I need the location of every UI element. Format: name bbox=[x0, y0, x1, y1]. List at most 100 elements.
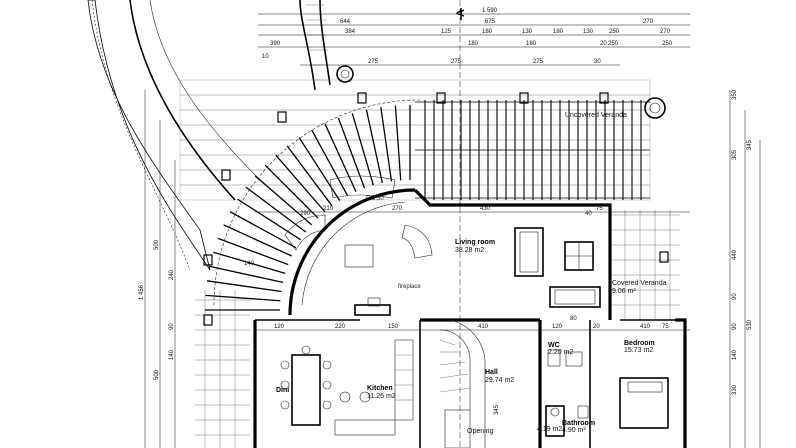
dim-left-1: 240 bbox=[169, 269, 175, 280]
dim-top-row3-2: 180 bbox=[526, 41, 537, 47]
pergola-beam bbox=[394, 105, 402, 181]
living-room-name: Living room bbox=[455, 239, 495, 246]
dim-top-left-small: 10 bbox=[262, 54, 269, 60]
dim-top-row3-4: 250 bbox=[608, 41, 619, 47]
dim-top-row2-4: 180 bbox=[553, 29, 564, 35]
dim-top-row3-5: 250 bbox=[662, 41, 673, 47]
dim-top-overall: 1 590 bbox=[482, 8, 498, 14]
dim-top-row2-7: 270 bbox=[660, 29, 671, 35]
pergola-beam bbox=[286, 145, 333, 207]
pergola-beam bbox=[298, 137, 341, 201]
dim-top-row2-3: 130 bbox=[522, 29, 533, 35]
wc-area: 2.20 m2 bbox=[548, 349, 573, 356]
dim-top-row4-3: 30 bbox=[594, 59, 601, 65]
bedroom-bath-fixtures bbox=[545, 349, 669, 437]
dim-inner-1: 140 bbox=[244, 261, 255, 267]
dim-right-8: 330 bbox=[732, 384, 738, 395]
bathroom-name: Bathroom bbox=[562, 420, 595, 427]
section-marker-label: A bbox=[455, 9, 467, 17]
dim-inner-3: 80 bbox=[570, 316, 577, 322]
pergola-beam bbox=[223, 224, 293, 257]
dim-mid-0: 210 bbox=[323, 206, 334, 212]
pergola-beam bbox=[245, 186, 307, 233]
dim-top-row4-1: 275 bbox=[451, 59, 462, 65]
living-room-furniture bbox=[284, 175, 601, 308]
dim-low-1: 220 bbox=[335, 324, 346, 330]
dining-kitchen-furniture bbox=[280, 297, 414, 436]
pergola-beam bbox=[365, 109, 384, 184]
dim-top-row4-0: 275 bbox=[368, 59, 379, 65]
curved-paved-walkway bbox=[87, 0, 331, 271]
dim-low-4: 120 bbox=[552, 324, 563, 330]
pergola-beam bbox=[254, 175, 313, 226]
pergola-beam bbox=[206, 280, 282, 293]
dim-top-row3-1: 180 bbox=[468, 41, 479, 47]
pergola-beam bbox=[264, 164, 319, 219]
dim-right-4: 90 bbox=[732, 293, 738, 300]
tiled-terrace bbox=[179, 79, 680, 448]
laundry-area: 4.19 m2 bbox=[537, 426, 562, 433]
dim-top-row2-2: 180 bbox=[482, 29, 493, 35]
bedroom-area: 15.73 m2 bbox=[624, 347, 653, 354]
dim-top-row2-0: 384 bbox=[345, 29, 356, 35]
pergola-beam bbox=[205, 294, 281, 302]
bathroom-area: 4.90 m² bbox=[562, 427, 586, 434]
dim-top-row1-1: 675 bbox=[485, 19, 496, 25]
dim-left-4: 140 bbox=[169, 349, 175, 360]
kitchen-area: 11.26 m2 bbox=[367, 393, 396, 400]
dining-name: Dini bbox=[276, 387, 289, 394]
dim-low-2: 150 bbox=[388, 324, 399, 330]
uncovered-veranda-name: Uncovered Veranda bbox=[565, 112, 627, 119]
radius-note: R 3.30 bbox=[366, 196, 384, 202]
pergola-beam bbox=[237, 198, 301, 241]
dim-low-3: 410 bbox=[478, 324, 489, 330]
dim-left-0: 500 bbox=[154, 239, 160, 250]
pergola-beams bbox=[205, 100, 650, 311]
pergola-beam bbox=[213, 251, 286, 274]
dim-low-5: 20 bbox=[593, 324, 600, 330]
covered-veranda-name: Covered Veranda bbox=[612, 280, 667, 287]
pergola-beam bbox=[209, 265, 284, 284]
pergola-beam bbox=[275, 154, 326, 213]
spiral-stair bbox=[439, 319, 486, 448]
pergola-beam bbox=[324, 123, 357, 193]
dim-inner-2: 290 bbox=[300, 211, 311, 217]
opening-label: Opening bbox=[467, 428, 494, 435]
hall-name: Hall bbox=[485, 369, 498, 376]
column-markers bbox=[203, 65, 669, 326]
dimension-lines bbox=[144, 0, 761, 448]
living-room-arc bbox=[213, 99, 421, 316]
dim-right-3: 440 bbox=[732, 249, 738, 260]
dim-right-2: 305 bbox=[732, 149, 738, 160]
covered-veranda-area: 9.06 m² bbox=[612, 288, 636, 295]
living-room-area: 38.28 m2 bbox=[455, 247, 484, 254]
pergola-beam bbox=[351, 113, 374, 186]
dim-top-row3-3: 20 bbox=[600, 41, 607, 47]
kitchen-name: Kitchen bbox=[367, 385, 393, 392]
dim-right-5: 530 bbox=[747, 319, 753, 330]
fireplace-label: fireplace bbox=[398, 284, 421, 290]
dim-top-row2-1: 125 bbox=[441, 29, 452, 35]
wc-name: WC bbox=[548, 342, 560, 349]
dim-right-1: 345 bbox=[747, 139, 753, 150]
dim-top-row2-5: 130 bbox=[583, 29, 594, 35]
dim-top-row1-2: 270 bbox=[643, 19, 654, 25]
dim-inner-0: 345 bbox=[494, 404, 500, 415]
hall-area: 29.74 m2 bbox=[485, 377, 514, 384]
dim-mid-1: 270 bbox=[392, 206, 403, 212]
dim-low-6: 410 bbox=[640, 324, 651, 330]
dim-top-row2-6: 250 bbox=[609, 29, 620, 35]
outer-walls bbox=[253, 188, 687, 448]
pergola-beam bbox=[337, 117, 366, 189]
dim-left-2: 500 bbox=[154, 369, 160, 380]
dim-mid-3: 75 bbox=[596, 206, 603, 212]
dim-top-row4-2: 275 bbox=[533, 59, 544, 65]
pergola-beam bbox=[311, 129, 349, 197]
dim-low-0: 120 bbox=[274, 324, 285, 330]
section-marker-a: A bbox=[455, 8, 467, 20]
dim-left-overall: 1 456 bbox=[139, 284, 145, 300]
dim-right-6: 90 bbox=[732, 323, 738, 330]
pergola-beam bbox=[229, 211, 297, 249]
dim-inner-4: 40 bbox=[585, 211, 592, 217]
